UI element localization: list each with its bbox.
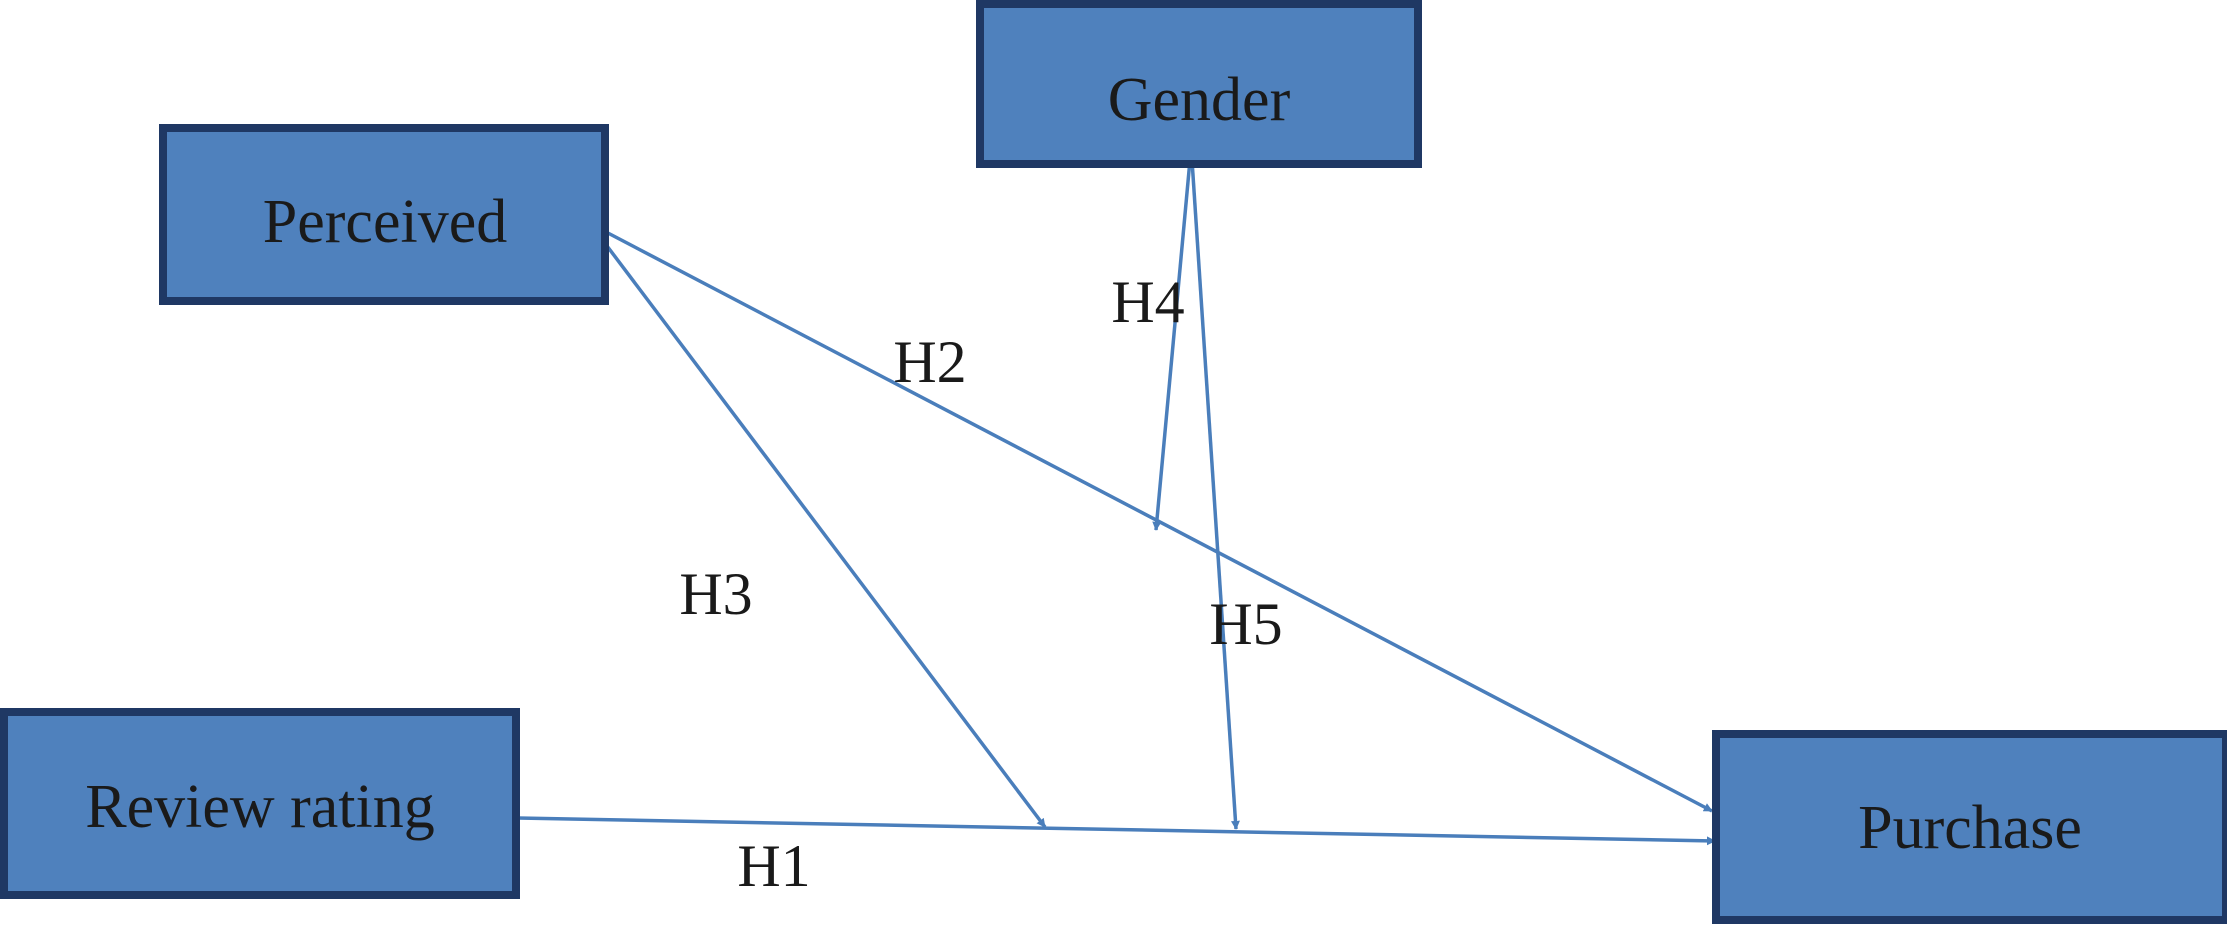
edge-h3 <box>602 240 1047 829</box>
edge-h1 <box>517 816 1716 846</box>
hypothesis-labels: H1 H2 H3 H4 H5 <box>679 269 1282 899</box>
node-label: Gender <box>1108 66 1291 134</box>
edges <box>517 159 1716 846</box>
node-gender: Gender <box>976 0 1422 168</box>
node-box <box>0 708 520 899</box>
label-h3: H3 <box>679 561 752 627</box>
edge-h5 <box>1190 159 1240 830</box>
node-review-rating: Review rating <box>0 708 520 899</box>
node-box <box>976 0 1422 168</box>
edge-h2 <box>605 230 1713 813</box>
label-h4: H4 <box>1111 269 1184 335</box>
node-box <box>1712 730 2227 924</box>
node-perceived: Perceived <box>159 124 609 305</box>
label-h5: H5 <box>1209 591 1282 657</box>
label-h1: H1 <box>737 833 810 899</box>
node-box <box>159 124 609 305</box>
node-purchase: Purchase <box>1712 730 2227 924</box>
edge-h4 <box>1152 159 1192 531</box>
label-h2: H2 <box>893 329 966 395</box>
node-label: Review rating <box>85 773 435 841</box>
node-label: Perceived <box>263 188 507 256</box>
node-label: Purchase <box>1858 794 2082 862</box>
